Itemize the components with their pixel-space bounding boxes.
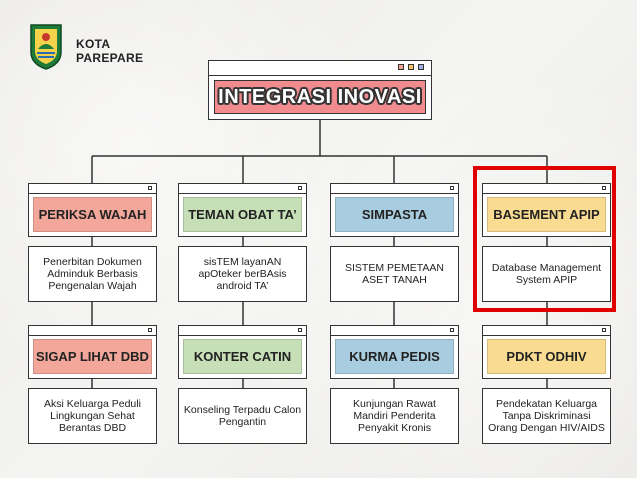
main-title-panel: INTEGRASI INOVASI (214, 80, 426, 114)
innovation-name: PDKT ODHIV (487, 339, 606, 374)
innovation-description: Penerbitan Dokumen Adminduk Berbasis Pen… (28, 246, 157, 302)
org-name-line-2: PAREPARE (76, 51, 144, 65)
card-titlebar (29, 184, 156, 194)
window-control-icon (418, 64, 424, 70)
window-control-icon (450, 328, 454, 332)
parepare-crest-icon (30, 24, 62, 70)
highlight-frame (473, 166, 616, 312)
innovation-description: Aksi Keluarga Peduli Lingkungan Sehat Be… (28, 388, 157, 444)
main-title-text: INTEGRASI INOVASI (218, 85, 422, 108)
innovation-name: PERIKSA WAJAH (33, 197, 152, 232)
innovation-card: PDKT ODHIV (482, 325, 611, 379)
org-name: KOTA PAREPARE (76, 37, 156, 65)
window-control-icon (148, 186, 152, 190)
window-control-icon (148, 328, 152, 332)
main-title-window: INTEGRASI INOVASI (208, 60, 432, 120)
card-titlebar (179, 326, 306, 336)
window-control-icon (408, 64, 414, 70)
innovation-description: Konseling Terpadu Calon Pengantin (178, 388, 307, 444)
innovation-card: TEMAN OBAT TA’ (178, 183, 307, 237)
innovation-card: BASEMENT APIP (482, 183, 611, 237)
card-titlebar (29, 326, 156, 336)
innovation-name: BASEMENT APIP (487, 197, 606, 232)
window-control-icon (298, 186, 302, 190)
innovation-card: SIGAP LIHAT DBD (28, 325, 157, 379)
card-titlebar (483, 184, 610, 194)
card-titlebar (179, 184, 306, 194)
card-titlebar (331, 184, 458, 194)
org-name-line-1: KOTA (76, 37, 111, 51)
window-titlebar (209, 61, 431, 76)
innovation-card: PERIKSA WAJAH (28, 183, 157, 237)
innovation-card: SIMPASTA (330, 183, 459, 237)
card-titlebar (483, 326, 610, 336)
innovation-name: SIGAP LIHAT DBD (33, 339, 152, 374)
innovation-card: KONTER CATIN (178, 325, 307, 379)
window-control-icon (450, 186, 454, 190)
innovation-description: SISTEM PEMETAAN ASET TANAH (330, 246, 459, 302)
innovation-description: Pendekatan Keluarga Tanpa Diskriminasi O… (482, 388, 611, 444)
window-control-icon (602, 186, 606, 190)
innovation-description: Database Management System APIP (482, 246, 611, 302)
innovation-description: Kunjungan Rawat Mandiri Penderita Penyak… (330, 388, 459, 444)
innovation-name: KONTER CATIN (183, 339, 302, 374)
innovation-name: SIMPASTA (335, 197, 454, 232)
innovation-name: KURMA PEDIS (335, 339, 454, 374)
card-titlebar (331, 326, 458, 336)
window-control-icon (398, 64, 404, 70)
innovation-name: TEMAN OBAT TA’ (183, 197, 302, 232)
window-control-icon (298, 328, 302, 332)
innovation-card: KURMA PEDIS (330, 325, 459, 379)
innovation-description: sisTEM layanAN apOteker berBAsis android… (178, 246, 307, 302)
window-control-icon (602, 328, 606, 332)
